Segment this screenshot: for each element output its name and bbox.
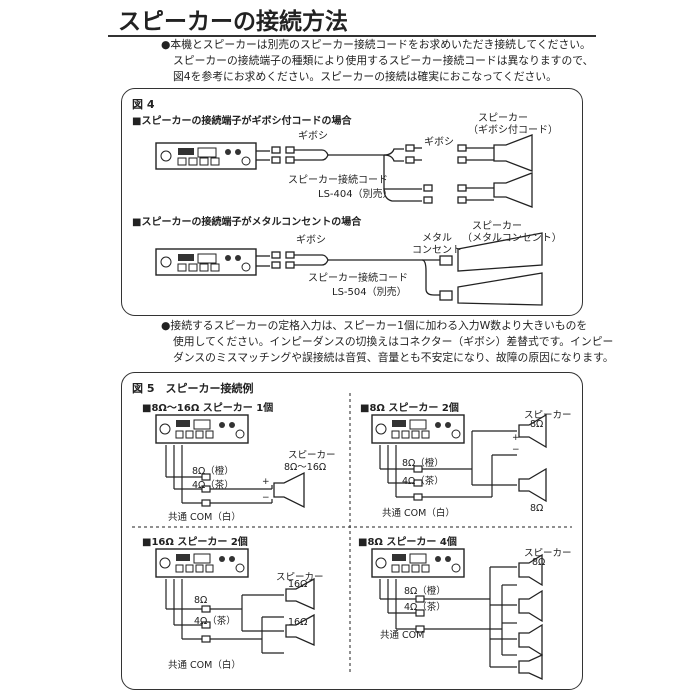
cord-model: LS-504（別売）	[332, 287, 407, 298]
figure-5-panel: 図 5 スピーカー接続例 ■8Ω～16Ω スピーカー 1個 8Ω（橙） 4Ω（茶…	[121, 372, 583, 690]
com-label: 共通 COM	[380, 630, 425, 641]
panel1-heading: ■8Ω～16Ω スピーカー 1個	[142, 403, 274, 414]
figure-5-label: 図 5 スピーカー接続例	[132, 382, 254, 395]
intro-line-3: 図4を参考にお求めください。スピーカーの接続は確実におこなってください。	[173, 70, 557, 83]
page-title: スピーカーの接続方法	[118, 9, 348, 35]
note-line-3: ダンスのミスマッチングや誤接続は音質、音量とも不安定になり、故障の原因になります…	[173, 351, 614, 364]
cord-label: スピーカー接続コード	[308, 273, 408, 284]
panel4-heading: ■8Ω スピーカー 4個	[358, 537, 457, 548]
speaker-label: スピーカー	[472, 221, 522, 232]
cord-label: スピーカー接続コード	[288, 175, 388, 186]
cord-model: LS-404（別売）	[318, 189, 393, 200]
giboshi-connectors-left	[256, 144, 494, 204]
title-underline	[108, 35, 596, 37]
speaker-sub-label: （ギボシ付コード）	[468, 125, 558, 136]
panel2-heading: ■8Ω スピーカー 2個	[360, 403, 459, 414]
impedance-label: 16Ω	[288, 617, 308, 628]
panel3-heading: ■16Ω スピーカー 2個	[142, 537, 248, 548]
tap-4ohm-label: 4Ω（茶）	[192, 480, 234, 491]
impedance-label: 8Ω	[530, 419, 544, 430]
amplifier-unit	[155, 548, 249, 578]
case1-heading: ■スピーカーの接続端子がギボシ付コードの場合	[132, 116, 352, 127]
impedance-label: 16Ω	[288, 579, 308, 590]
tap-4ohm-label: 4Ω（茶）	[404, 602, 446, 613]
speaker-label: スピーカー	[524, 548, 572, 559]
note-line-1: ●接続するスピーカーの定格入力は、スピーカー1個に加わる入力W数より大きいものを	[161, 319, 588, 332]
intro-line-2: スピーカーの接続端子の種類により使用するスピーカー接続コードは異なりますので、	[173, 54, 594, 67]
panel2-wiring	[379, 430, 517, 501]
figure-5-diagram	[132, 393, 572, 681]
intro-line-1: ●本機とスピーカーは別売のスピーカー接続コードをお求めいただき接続してください。	[161, 38, 591, 51]
tap-4ohm-label: 4Ω（茶）	[402, 476, 444, 487]
speaker-label: スピーカー	[276, 572, 324, 583]
giboshi-label: ギボシ	[298, 131, 328, 142]
panel4-wiring	[379, 566, 517, 668]
com-label: 共通 COM（白）	[168, 512, 241, 523]
figure-4-panel: 図 4 ■スピーカーの接続端子がギボシ付コードの場合 ギボシ ギボシ スピーカー…	[121, 88, 583, 316]
metal-outlet-cord	[256, 251, 453, 301]
amplifier-unit	[155, 248, 257, 276]
giboshi-label: ギボシ	[424, 137, 454, 148]
note-line-2: 使用してください。インピーダンスの切換えはコネクター（ギボシ）差替式です。インピ…	[173, 335, 614, 348]
amplifier-unit	[371, 548, 465, 578]
minus-label: −	[262, 493, 270, 503]
panel3-wiring	[165, 579, 284, 654]
tap-8ohm-label: 8Ω	[194, 595, 208, 606]
speaker-horn-icon	[493, 134, 533, 208]
impedance-label: 8Ω	[532, 557, 546, 568]
tap-8ohm-label: 8Ω（橙）	[402, 458, 444, 469]
speaker-label: スピーカー	[288, 450, 336, 461]
speaker-horn-icon	[457, 232, 543, 306]
metal-label: メタル	[422, 233, 452, 244]
giboshi-label: ギボシ	[296, 235, 326, 246]
impedance-label: 8Ω～16Ω	[284, 462, 327, 473]
speaker-label: スピーカー	[524, 410, 572, 421]
outlet-label: コンセント	[412, 245, 462, 256]
figure-4-label: 図 4	[132, 98, 155, 111]
tap-8ohm-label: 8Ω（橙）	[404, 586, 446, 597]
speaker-horn-icon	[273, 413, 547, 681]
amplifier-unit	[371, 414, 465, 444]
com-label: 共通 COM（白）	[168, 660, 241, 671]
speaker-sub-label: （メタルコンセント）	[462, 233, 562, 244]
com-label: 共通 COM（白）	[382, 508, 455, 519]
tap-8ohm-label: 8Ω（橙）	[192, 466, 234, 477]
figure-4-diagram	[155, 134, 543, 306]
case2-heading: ■スピーカーの接続端子がメタルコンセントの場合	[132, 217, 362, 228]
plus-label: +	[512, 433, 520, 443]
minus-label: −	[512, 445, 520, 455]
amplifier-unit	[155, 414, 249, 444]
panel1-wiring	[165, 445, 273, 507]
amplifier-unit	[155, 142, 257, 170]
plus-label: +	[262, 477, 270, 487]
tap-4ohm-label: 4Ω（茶）	[194, 616, 236, 627]
speaker-label: スピーカー	[478, 113, 528, 124]
impedance-label: 8Ω	[530, 503, 544, 514]
